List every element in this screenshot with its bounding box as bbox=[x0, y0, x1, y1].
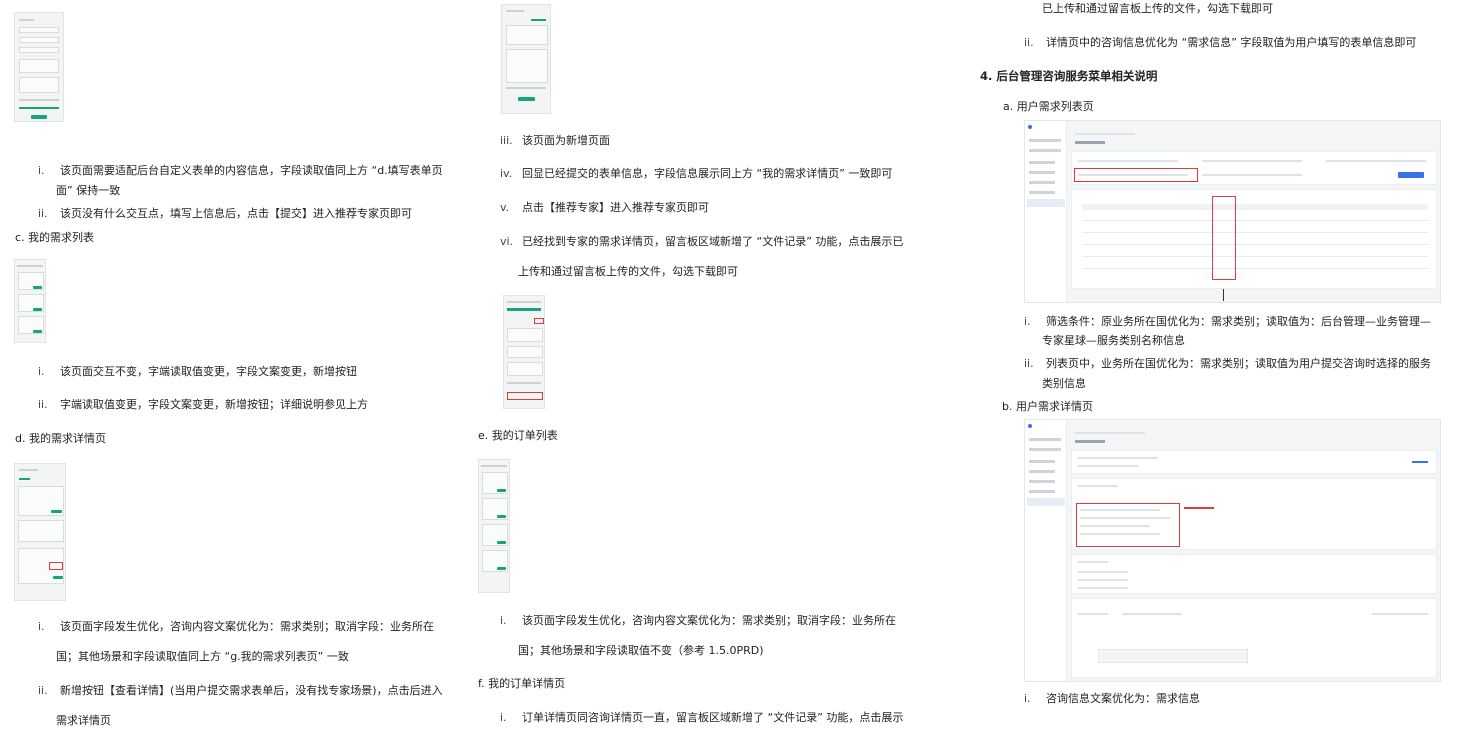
form-page-screenshot bbox=[14, 12, 64, 122]
list-item: i.订单详情页同咨询详情页一直，留言板区域新增了 “文件记录” 功能，点击展示 bbox=[500, 711, 904, 724]
list-item: iv.回显已经提交的表单信息，字段信息展示同上方 “我的需求详情页” 一致即可 bbox=[500, 167, 893, 180]
list-item: i.该页面字段发生优化，咨询内容文案优化为：需求类别；取消字段：业务所在 bbox=[500, 614, 896, 627]
section-heading: f. 我的订单详情页 bbox=[478, 677, 566, 690]
list-item: ii.该页没有什么交互点，填写上信息后，点击【提交】进入推荐专家页即可 bbox=[38, 207, 412, 220]
list-item-continued: 专家星球—服务类别名称信息 bbox=[1042, 334, 1185, 347]
list-item: ii.新增按钮【查看详情】(当用户提交需求表单后，没有找专家场景)，点击后进入 bbox=[38, 684, 443, 697]
list-item: v.点击【推荐专家】进入推荐专家页即可 bbox=[500, 201, 709, 214]
list-item: ii.字端读取值变更，字段文案变更，新增按钮；详细说明参见上方 bbox=[38, 398, 368, 411]
demand-detail-screenshot bbox=[14, 463, 66, 601]
section-heading: c. 我的需求列表 bbox=[15, 231, 95, 244]
list-item: i.咨询信息文案优化为：需求信息 bbox=[1024, 692, 1200, 705]
list-item: vi.已经找到专家的需求详情页，留言板区域新增了 “文件记录” 功能，点击展示已 bbox=[500, 235, 904, 248]
list-item: i.该页面需要适配后台自定义表单的内容信息，字段读取值同上方 “d.填写表单页 bbox=[38, 164, 443, 177]
list-item: i.筛选条件：原业务所在国优化为：需求类别；读取值为：后台管理—业务管理— bbox=[1024, 315, 1431, 328]
list-item: i.该页面交互不变，字端读取值变更，字段文案变更，新增按钮 bbox=[38, 365, 357, 378]
sub-heading: b. 用户需求详情页 bbox=[1002, 400, 1093, 413]
message-board-screenshot bbox=[503, 295, 545, 409]
list-item-continued: 需求详情页 bbox=[56, 714, 111, 727]
list-item-continued: 上传和通过留言板上传的文件，勾选下载即可 bbox=[518, 265, 738, 278]
admin-demand-detail-screenshot bbox=[1024, 419, 1441, 682]
list-item-continued: 国；其他场景和字段读取值不变（参考 1.5.0PRD) bbox=[518, 644, 764, 657]
list-item: ii.详情页中的咨询信息优化为 “需求信息” 字段取值为用户填写的表单信息即可 bbox=[1024, 36, 1417, 49]
list-item: i.该页面字段发生优化，咨询内容文案优化为：需求类别；取消字段：业务所在 bbox=[38, 620, 434, 633]
order-list-screenshot bbox=[478, 459, 510, 593]
section-heading: d. 我的需求详情页 bbox=[15, 432, 106, 445]
section-heading: 4. 后台管理咨询服务菜单相关说明 bbox=[980, 69, 1158, 83]
admin-demand-list-screenshot bbox=[1024, 120, 1441, 303]
list-item: ii.列表页中，业务所在国优化为：需求类别；读取值为用户提交咨询时选择的服务 bbox=[1024, 357, 1431, 370]
sub-heading: a. 用户需求列表页 bbox=[1003, 100, 1094, 113]
submitted-form-screenshot bbox=[501, 4, 551, 114]
demand-list-screenshot bbox=[14, 259, 46, 343]
list-item: iii.该页面为新增页面 bbox=[500, 134, 610, 147]
list-item-continued: 面” 保持一致 bbox=[56, 184, 121, 197]
section-heading: e. 我的订单列表 bbox=[478, 429, 558, 442]
list-item-continued: 国；其他场景和字段读取值同上方 “g.我的需求列表页” 一致 bbox=[56, 650, 349, 663]
list-item-continued: 已上传和通过留言板上传的文件，勾选下载即可 bbox=[1042, 2, 1273, 15]
list-item-continued: 类别信息 bbox=[1042, 377, 1086, 390]
